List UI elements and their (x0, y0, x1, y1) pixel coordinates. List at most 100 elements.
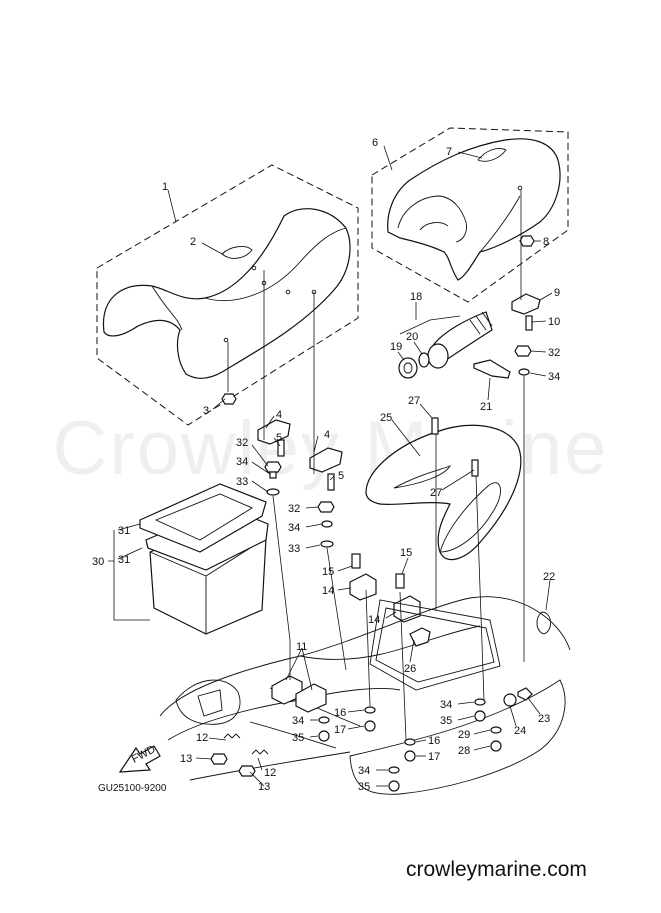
front-seat (102, 208, 351, 379)
nut-32-right (514, 345, 532, 357)
footer-url: crowleymarine.com (406, 858, 587, 881)
callout-31: 31 (118, 525, 130, 537)
callout-22: 22 (543, 571, 555, 583)
callout-23: 23 (538, 713, 550, 725)
washer-23 (517, 687, 533, 701)
callout-8: 8 (543, 236, 549, 248)
hinge-4-right (309, 447, 343, 473)
drawing-code: GU25100-9200 (98, 783, 167, 794)
callout-28: 28 (458, 745, 470, 757)
front-seat-group-box (96, 164, 359, 426)
nut-13-left (210, 753, 228, 765)
callout-16: 16 (428, 735, 440, 747)
latch-9 (511, 293, 541, 315)
screw-27-bottom (471, 459, 479, 477)
washer-34-mid (321, 520, 333, 528)
callout-25: 25 (380, 412, 392, 424)
washer-16-left (364, 706, 376, 714)
callout-31: 31 (118, 554, 130, 566)
washer-16-right (404, 738, 416, 746)
drain-plug-24 (503, 693, 517, 707)
callouts: 1 2 3 4 4 5 5 6 7 8 9 10 11 12 12 13 13 … (92, 137, 560, 793)
callout-4: 4 (276, 409, 282, 421)
callout-6: 6 (372, 137, 378, 149)
callout-3: 3 (203, 405, 209, 417)
callout-16: 16 (334, 707, 346, 719)
hose-18 (427, 311, 493, 369)
mount-11-right (295, 683, 327, 713)
callout-34: 34 (358, 765, 370, 777)
bracket-21 (473, 359, 511, 379)
callout-34: 34 (288, 522, 300, 534)
callout-30: 30 (92, 556, 104, 568)
spring-12-left (223, 733, 241, 739)
bolt-10 (525, 315, 533, 331)
clamp-22 (536, 611, 551, 635)
washer-34-right (518, 368, 530, 376)
callout-35: 35 (440, 715, 452, 727)
callout-32: 32 (548, 347, 560, 359)
bolt-5-right (327, 473, 335, 491)
nut-35-low-right (388, 780, 400, 792)
grommet-19 (398, 357, 418, 379)
washer-33-left (266, 488, 280, 496)
callout-20: 20 (406, 331, 418, 343)
washer-33-mid (320, 540, 334, 548)
callout-17: 17 (428, 751, 440, 763)
callout-5: 5 (338, 470, 344, 482)
spring-12-right (251, 749, 269, 755)
callout-2: 2 (190, 236, 196, 248)
nut-35-low-left (318, 730, 330, 742)
bracket-26 (409, 627, 431, 647)
callout-12: 12 (264, 767, 276, 779)
callout-21: 21 (480, 401, 492, 413)
callout-27: 27 (408, 395, 420, 407)
fwd-arrow-icon: FWD (118, 743, 161, 773)
nut-3 (221, 393, 237, 405)
callout-17: 17 (334, 724, 346, 736)
callout-1: 1 (162, 181, 168, 193)
callout-12: 12 (196, 732, 208, 744)
callout-35: 35 (292, 732, 304, 744)
cover-25 (365, 424, 522, 561)
callout-11: 11 (296, 641, 307, 653)
callout-32: 32 (288, 503, 300, 515)
callout-29: 29 (458, 729, 470, 741)
callout-13: 13 (180, 753, 192, 765)
washer-34-low-left (318, 716, 330, 724)
callout-33: 33 (288, 543, 300, 555)
callout-15: 15 (322, 566, 334, 578)
hinge-4-left (257, 419, 291, 445)
callout-19: 19 (390, 341, 402, 353)
callout-34: 34 (548, 371, 560, 383)
callout-32: 32 (236, 437, 248, 449)
washer-34-low-mid (474, 698, 486, 706)
bolt-15-left (351, 553, 361, 569)
callout-35: 35 (358, 781, 370, 793)
nut-32-left (264, 461, 282, 473)
rear-seat-group-box (371, 127, 569, 303)
callout-4: 4 (324, 429, 330, 441)
callout-5: 5 (276, 432, 282, 444)
washer-34-low-right (388, 766, 400, 774)
callout-10: 10 (548, 316, 560, 328)
callout-33: 33 (236, 476, 248, 488)
callout-9: 9 (554, 287, 560, 299)
bolt-15-right (395, 573, 405, 589)
bolt-5-left (277, 439, 285, 457)
bracket-14-left (349, 573, 377, 601)
washer-29 (490, 726, 502, 734)
callout-7: 7 (446, 146, 452, 158)
nut-8 (519, 235, 535, 247)
callout-14: 14 (322, 585, 334, 597)
callout-24: 24 (514, 725, 526, 737)
nut-35-low-mid (474, 710, 486, 722)
storage-box-30 (139, 483, 269, 635)
callout-13: 13 (258, 781, 270, 793)
callout-34: 34 (440, 699, 452, 711)
spacer-34-left (269, 471, 277, 479)
rear-seat (387, 138, 561, 281)
callout-14: 14 (368, 614, 380, 626)
nut-32-mid (317, 501, 335, 513)
